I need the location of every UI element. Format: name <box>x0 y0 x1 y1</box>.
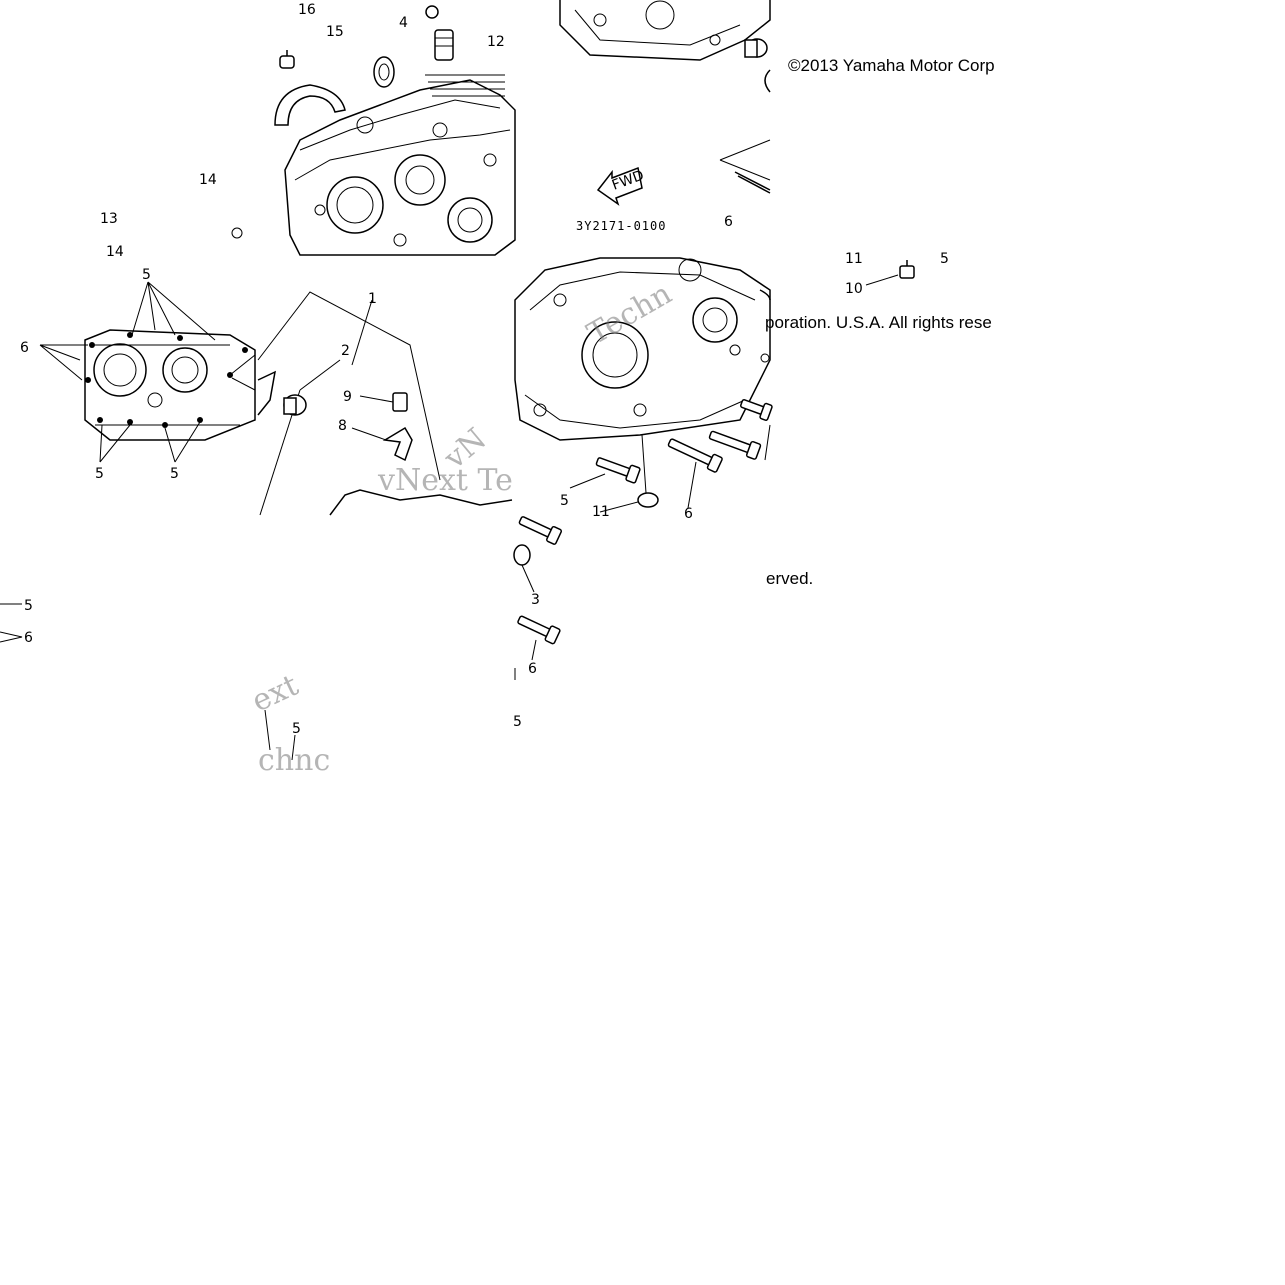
callout-6: 6 <box>724 214 733 230</box>
callout-6: 6 <box>684 506 693 522</box>
bolt-part-10 <box>865 260 915 286</box>
callout-6: 6 <box>20 340 29 356</box>
callout-8: 8 <box>338 418 347 434</box>
callout-5: 5 <box>513 714 522 730</box>
callout-11: 11 <box>592 504 610 520</box>
callout-5: 5 <box>170 466 179 482</box>
copyright-line: ©2013 Yamaha Motor Corp <box>788 56 995 75</box>
watermark-text: chnc <box>258 743 330 778</box>
crankcase-left-half-drawing <box>161 5 516 256</box>
copyright-line: erved. <box>766 569 813 588</box>
callout-5: 5 <box>560 493 569 509</box>
callout-14: 14 <box>199 172 217 188</box>
callout-10: 10 <box>845 281 863 297</box>
callout-12: 12 <box>487 34 505 50</box>
watermark-text: vNext Te <box>377 463 513 498</box>
watermark-text: Techn <box>582 276 678 352</box>
callout-3: 3 <box>531 592 540 608</box>
callout-14: 14 <box>106 244 124 260</box>
callout-13: 13 <box>100 211 118 227</box>
callout-11: 11 <box>845 251 863 267</box>
callout-9: 9 <box>343 389 352 405</box>
callout-16: 16 <box>298 2 316 18</box>
lower-bolt-fragments <box>0 516 563 761</box>
callout-5: 5 <box>142 267 151 283</box>
callout-5: 5 <box>95 466 104 482</box>
callout-1: 1 <box>368 291 377 307</box>
crankcase-assembly-leaders <box>257 291 513 516</box>
callout-2: 2 <box>341 343 350 359</box>
callout-5: 5 <box>940 251 949 267</box>
callout-5: 5 <box>24 598 33 614</box>
crankcase-right-half-drawing <box>514 257 773 513</box>
part-number-label: 3Y2171-0100 <box>576 219 666 233</box>
callout-6: 6 <box>528 661 537 677</box>
callout-4: 4 <box>399 15 408 31</box>
watermark-text: ext <box>247 668 304 719</box>
forward-arrow-icon: FWD <box>596 166 646 206</box>
callout-5: 5 <box>292 721 301 737</box>
crankcase-top-fragment <box>559 0 771 194</box>
crankcase-side-view-drawing <box>39 281 256 463</box>
callout-6: 6 <box>24 630 33 646</box>
callout-15: 15 <box>326 24 344 40</box>
copyright-line: poration. U.S.A. All rights rese <box>765 313 992 332</box>
